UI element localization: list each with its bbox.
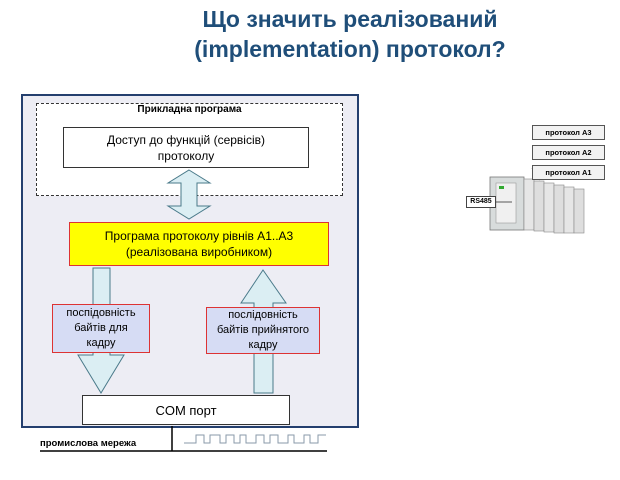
receive-bytes-box: послідовність байтів прийнятого кадру	[206, 307, 320, 354]
device-led	[499, 186, 504, 189]
device-module-1	[523, 178, 535, 231]
industrial-network-label: промислова мережа	[40, 438, 137, 449]
device-module-6	[573, 188, 585, 234]
receive-bytes-line-2: байтів прийнятого	[216, 324, 309, 336]
protocol-program-box: Програма протоколу рівнів А1..А3 (реаліз…	[69, 222, 329, 266]
device-module-4	[553, 184, 565, 234]
service-access-box: Доступ до функцій (сервісів) протоколу	[63, 127, 309, 168]
protocol-a2-label: протокол А2	[532, 145, 605, 160]
protocol-program-line-2: (реалізована виробником)	[125, 245, 273, 259]
send-bytes-line-1: поспідовність	[66, 307, 136, 319]
receive-bytes-line-1: послідовність	[228, 309, 298, 321]
title-line-1: Що значить реалізований	[202, 6, 498, 32]
device-illustration	[489, 167, 585, 234]
application-program-label: Прикладна програма	[137, 104, 242, 115]
send-bytes-line-3: кадру	[86, 337, 116, 349]
device-module-3	[543, 182, 555, 233]
protocol-a1-label: протокол А1	[532, 165, 605, 180]
com-port-box: COM порт	[82, 395, 290, 425]
service-access-line-2: протоколу	[157, 148, 215, 163]
protocol-program-line-1: Програма протоколу рівнів А1..А3	[104, 229, 294, 243]
protocol-a3-label: протокол А3	[532, 125, 605, 140]
send-bytes-line-2: байтів для	[74, 322, 128, 334]
signal-waveform	[184, 434, 326, 444]
receive-bytes-line-3: кадру	[248, 339, 278, 351]
title-line-2: (implementation) протокол?	[194, 36, 506, 62]
bidirectional-arrow	[166, 169, 212, 220]
service-access-line-1: Доступ до функцій (сервісів)	[106, 132, 266, 147]
device-module-2	[533, 180, 545, 232]
device-module-5	[563, 186, 575, 234]
slide-title: Що значить реалізований (implementation)…	[130, 4, 570, 64]
send-bytes-box: поспідовність байтів для кадру	[52, 304, 150, 353]
device-front	[495, 182, 517, 224]
rs485-label: RS485	[466, 196, 496, 208]
